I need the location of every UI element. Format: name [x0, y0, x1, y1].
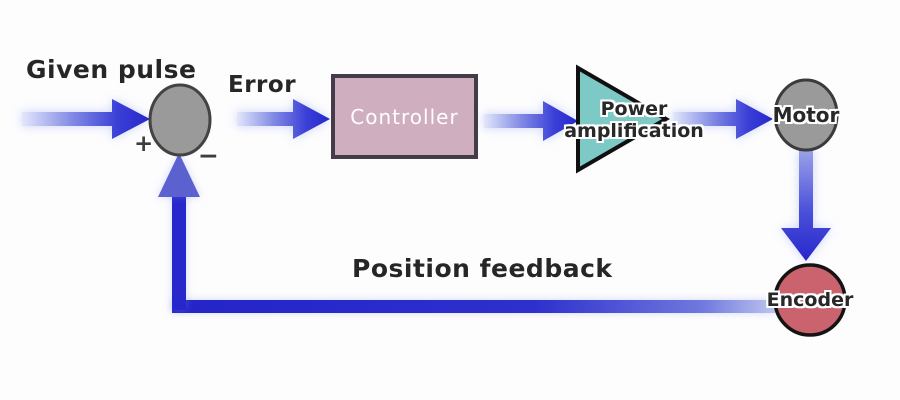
summing-junction-node	[148, 83, 212, 157]
feedback-arrowhead-icon	[158, 153, 200, 197]
error-label: Error	[228, 72, 297, 98]
arrow-error-icon	[237, 99, 330, 139]
summing-plus-sign: +	[134, 131, 154, 157]
arrow-motor-to-encoder-icon	[781, 150, 831, 261]
position-feedback-label: Position feedback	[352, 254, 613, 283]
summing-minus-sign: −	[198, 141, 220, 170]
power-amplification-triangle	[576, 64, 670, 174]
motor-node	[773, 78, 839, 152]
arrow-given-pulse-icon	[22, 99, 150, 139]
arrow-amplifier-to-motor-icon	[673, 99, 773, 139]
given-pulse-label: Given pulse	[26, 55, 197, 84]
encoder-node	[773, 263, 847, 337]
arrow-controller-to-amplifier-icon	[484, 101, 578, 141]
feedback-line-horizontal	[172, 300, 775, 313]
controller-box	[331, 74, 478, 159]
feedback-line-vertical	[172, 192, 186, 310]
